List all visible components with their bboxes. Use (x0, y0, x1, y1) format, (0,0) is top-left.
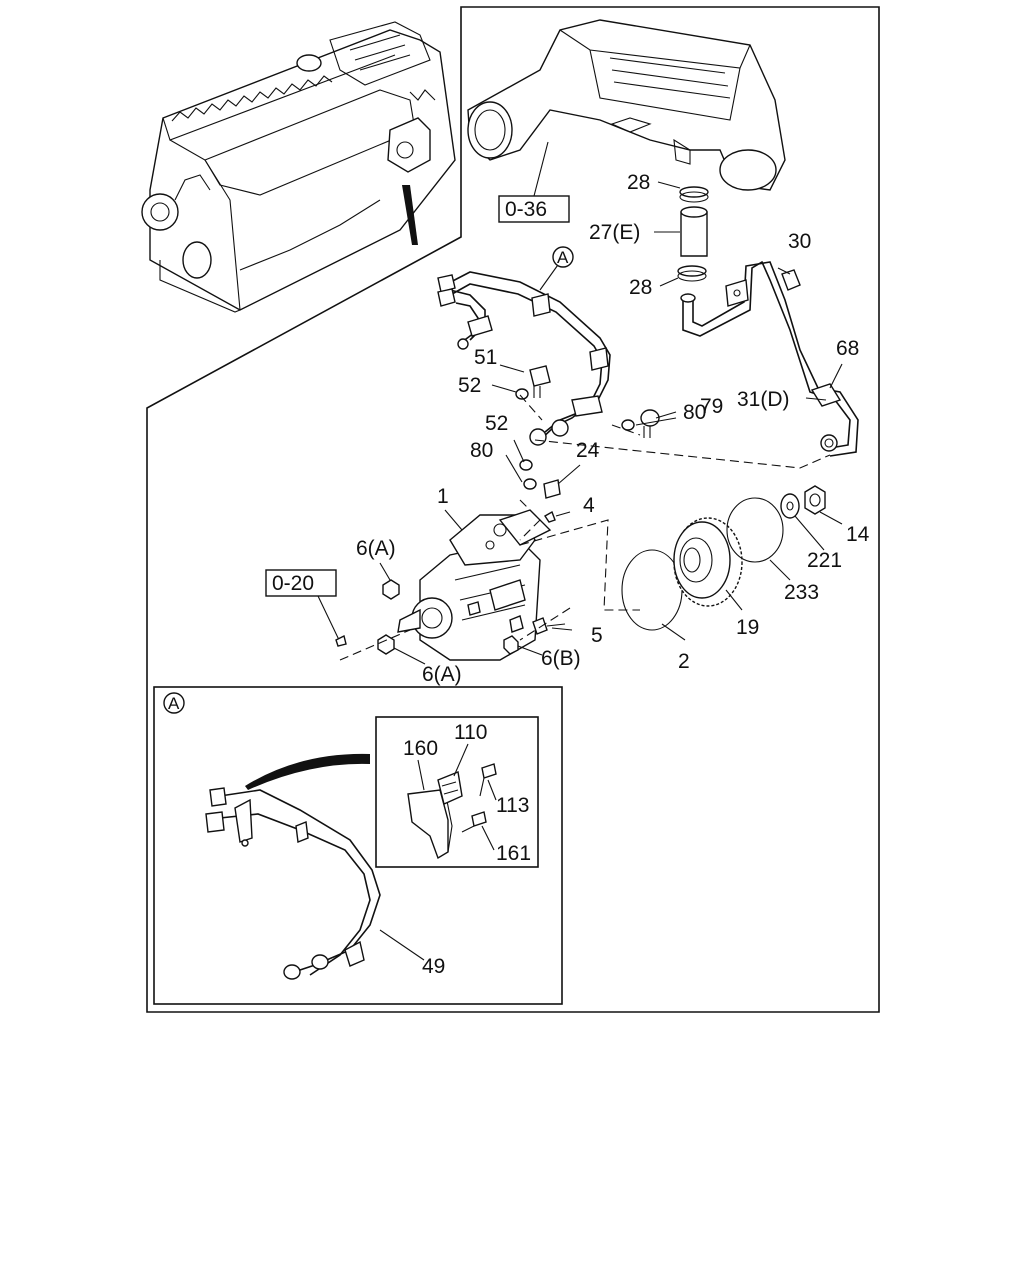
callout-6a-upper: 6(A) (356, 537, 396, 560)
callout-80-left: 80 (470, 439, 493, 462)
detail-a-inset-pointer (245, 753, 370, 790)
callout-233: 233 (784, 581, 819, 604)
callout-31d: 31(D) (737, 388, 790, 411)
detail-marker-a-top-label: A (557, 248, 569, 267)
callout-68: 68 (836, 337, 859, 360)
return-pipe-31d (680, 260, 859, 457)
drive-gear-19 (673, 517, 743, 607)
eye-bolts-and-washers (515, 365, 660, 499)
callout-labels: 28 27(E) 28 30 68 31(D) 51 52 52 79 80 8… (356, 171, 870, 686)
assembly-line-main (534, 439, 831, 469)
detail-marker-a (163, 692, 185, 714)
detail-a-frame (153, 686, 563, 1005)
o-ring-233 (726, 497, 784, 563)
callout-221: 221 (807, 549, 842, 572)
callout-52-upper: 52 (458, 374, 481, 397)
engine-overview-drawing (141, 21, 456, 313)
ref-box-0-36 (498, 195, 570, 223)
washer-221 (780, 493, 800, 519)
diagram-frame (146, 6, 880, 1013)
callout-110: 110 (454, 721, 487, 744)
callout-30: 30 (788, 230, 811, 253)
ref-label-0-20: 0-20 (272, 572, 314, 595)
intake-duct-drawing (467, 19, 786, 191)
clip-110 (437, 771, 463, 805)
callout-161: 161 (496, 842, 531, 865)
nut-6a-lower (377, 634, 395, 655)
detail-callout-labels: 160 110 113 161 49 (403, 721, 531, 978)
fuel-pipe-49 (205, 787, 381, 980)
nut-14 (804, 485, 826, 515)
detail-a-inset-frame (375, 716, 539, 868)
callout-80-right: 80 (683, 401, 706, 424)
callout-14: 14 (846, 523, 870, 546)
callout-51: 51 (474, 346, 497, 369)
callout-6b: 6(B) (541, 647, 581, 670)
ref-box-0-20 (265, 569, 337, 597)
o-ring-2 (621, 549, 683, 631)
callout-113: 113 (496, 794, 529, 817)
callout-28-lower: 28 (629, 276, 652, 299)
injection-pump (397, 509, 552, 661)
callout-49: 49 (422, 955, 445, 978)
callout-2: 2 (678, 650, 690, 673)
callout-52-lower: 52 (485, 412, 508, 435)
ref-label-0-36: 0-36 (505, 198, 547, 221)
callout-79: 79 (700, 395, 723, 418)
callout-27e: 27(E) (589, 221, 640, 244)
fuel-pipe-assembly-a (437, 271, 611, 446)
hose-and-clamps (677, 186, 709, 282)
callout-28-upper: 28 (627, 171, 650, 194)
callout-19: 19 (736, 616, 759, 639)
detail-marker-a-top (552, 246, 574, 268)
callout-24: 24 (576, 439, 600, 462)
nut-6a-upper (382, 579, 400, 600)
callout-6a-lower: 6(A) (422, 663, 462, 686)
callout-1: 1 (437, 485, 449, 508)
detail-marker-a-label: A (168, 694, 180, 713)
callout-160: 160 (403, 737, 438, 760)
callout-4: 4 (583, 494, 595, 517)
ref-036-leader (533, 141, 549, 197)
callout-5: 5 (591, 624, 603, 647)
